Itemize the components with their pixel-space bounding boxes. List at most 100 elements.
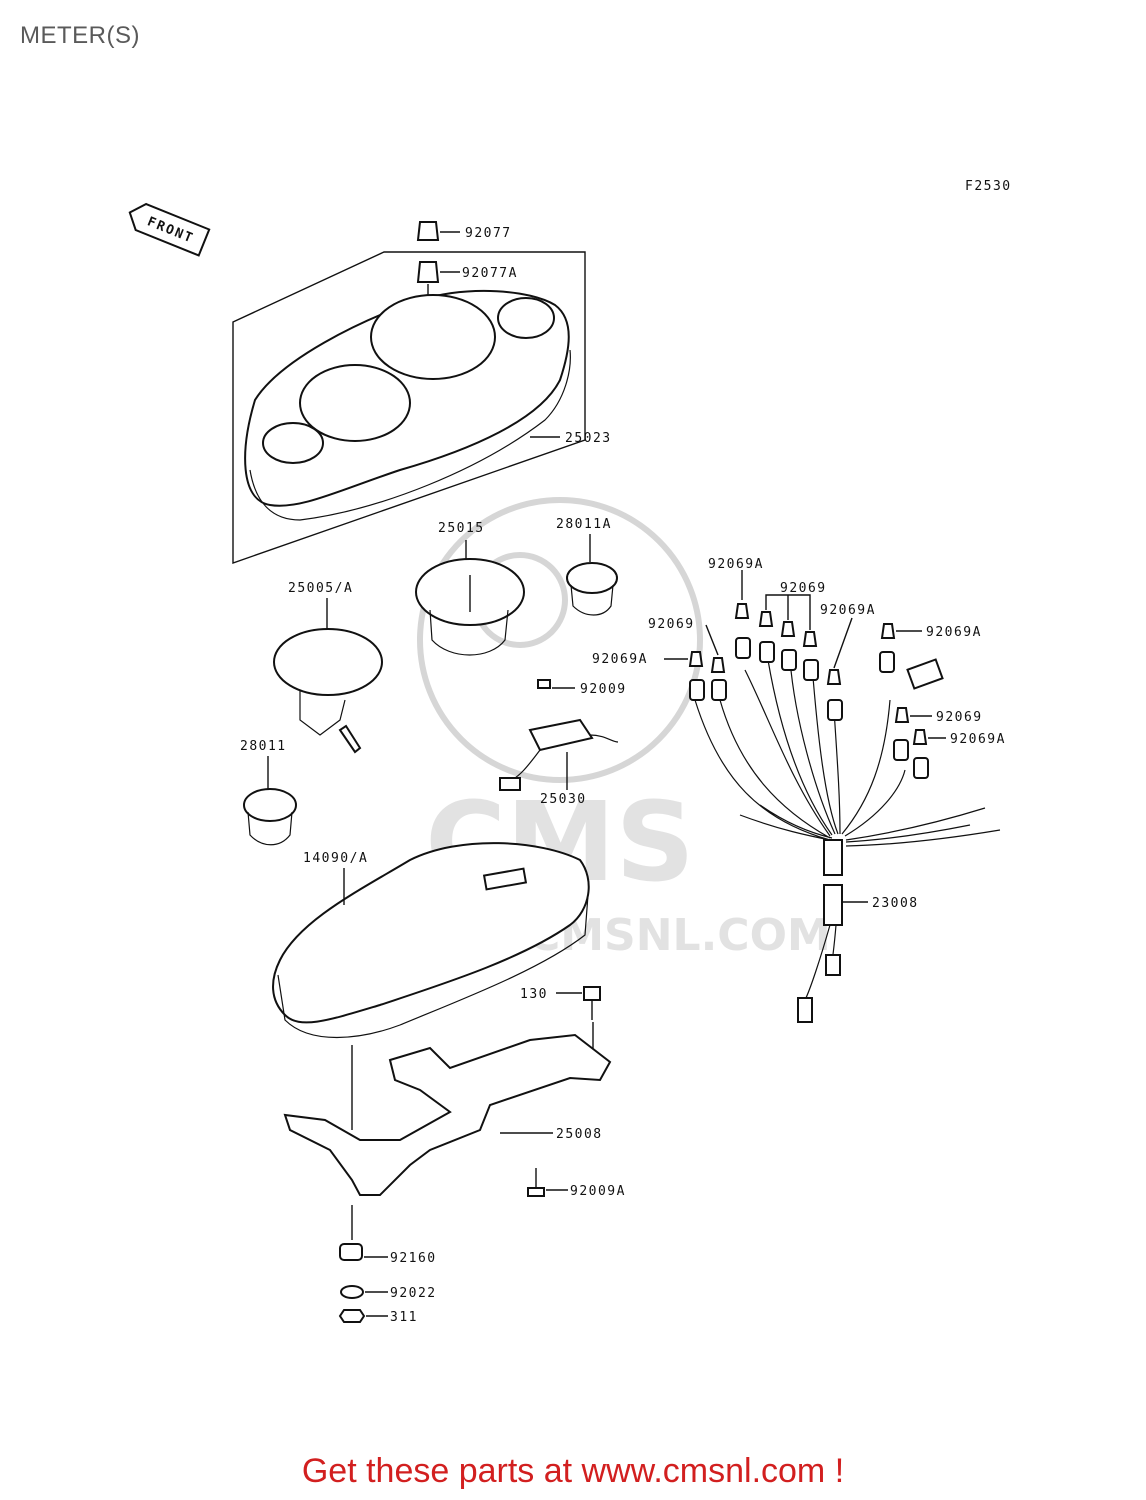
figure-code: F2530 (965, 179, 1012, 194)
bolt-130 (556, 986, 601, 1055)
bulb-socket-icon (781, 649, 797, 671)
bulb-socket-icon (893, 739, 909, 761)
label-92069A-1: 92069A (708, 557, 764, 572)
tachometer-25015 (415, 540, 525, 656)
meter-cover-outline-box (232, 251, 586, 564)
nut-311 (338, 1309, 388, 1323)
front-arrow-shape (128, 202, 211, 257)
tachometer-body (429, 609, 509, 656)
bulb-socket-icon (735, 637, 751, 659)
grommet-icon (339, 1243, 363, 1261)
speedometer-25005A (273, 598, 383, 754)
label-92069A-3: 92069A (592, 652, 648, 667)
bulbs (688, 603, 929, 779)
speedometer-cable-icon (338, 724, 362, 754)
bulb-icon (826, 669, 842, 685)
meter-case-tab (482, 867, 528, 891)
label-28011A: 28011A (556, 517, 612, 532)
label-25030: 25030 (540, 792, 587, 807)
wire-harness-23008 (694, 658, 1001, 1023)
harness-connector-3-icon (906, 658, 944, 690)
label-311: 311 (390, 1310, 418, 1325)
harness-wires (694, 659, 1001, 847)
meter-case-body (272, 842, 590, 1024)
label-130: 130 (520, 987, 548, 1002)
label-92022: 92022 (390, 1286, 437, 1301)
screw-92009 (537, 679, 575, 689)
gauge-28011 (243, 756, 297, 846)
knob-screw-icon (416, 261, 440, 283)
harness-sleeve-upper (823, 839, 843, 876)
bulb-icon (688, 651, 704, 667)
screw-92009A (527, 1168, 568, 1197)
label-92069A-4: 92069A (926, 625, 982, 640)
bulb-icon (802, 631, 818, 647)
washer-92022 (340, 1285, 388, 1299)
bulb-icon (780, 621, 796, 637)
harness-connector-icon (797, 997, 813, 1023)
screw-icon (537, 679, 551, 689)
bracket-25008-body (283, 1033, 612, 1196)
nut-icon (338, 1309, 366, 1323)
meter-cover-25023 (244, 289, 571, 521)
knob-icon (416, 221, 440, 241)
label-92069-2: 92069 (648, 617, 695, 632)
speedometer-bracket (299, 690, 346, 736)
module-25030-connector-icon (499, 777, 521, 791)
front-arrow: FRONT (128, 202, 211, 257)
gauge-28011-face-icon (243, 788, 297, 822)
bulb-icon (912, 729, 928, 745)
speedometer-lens-icon (299, 364, 411, 442)
label-25005A: 25005/A (288, 581, 353, 596)
bulb-icon (880, 623, 896, 639)
bulb-socket-icon (803, 659, 819, 681)
bolt-icon (583, 986, 601, 1001)
meter-cover-lip (249, 349, 571, 521)
label-92069-1: 92069 (780, 581, 827, 596)
bulb-socket-icon (913, 757, 929, 779)
watermark-logo-ring (417, 497, 703, 783)
bracket-25008 (283, 1033, 612, 1196)
label-92009: 92009 (580, 682, 627, 697)
bulb-socket-icon (827, 699, 843, 721)
gauge-lens-left-icon (262, 422, 324, 464)
footer-banner-link[interactable]: Get these parts at www.cmsnl.com ! (301, 1452, 845, 1490)
label-92069A-5: 92069A (950, 732, 1006, 747)
bulb-socket-icon (711, 679, 727, 701)
speedometer-dial-icon (273, 628, 383, 696)
label-25015: 25015 (438, 521, 485, 536)
bulb-icon (734, 603, 750, 619)
screw-92009A-icon (527, 1187, 545, 1197)
gauge-28011A (566, 534, 618, 616)
bulb-icon (710, 657, 726, 673)
tachometer-lens-icon (370, 294, 496, 380)
label-92069-3: 92069 (936, 710, 983, 725)
bulb-socket-icon (879, 651, 895, 673)
bulb-socket-icon (759, 641, 775, 663)
label-92069A-2: 92069A (820, 603, 876, 618)
bulb-icon (758, 611, 774, 627)
label-92077: 92077 (465, 226, 512, 241)
page-title: METER(S) (20, 22, 140, 49)
gauge-lens-right-icon (497, 297, 555, 339)
label-92009A: 92009A (570, 1184, 626, 1199)
label-14090A: 14090/A (303, 851, 368, 866)
harness-sleeve-lower (823, 884, 843, 926)
gauge-28011A-face-icon (566, 562, 618, 594)
grommet-92160 (339, 1205, 388, 1261)
bulb-icon (894, 707, 910, 723)
harness-connector-2-icon (825, 954, 841, 976)
label-28011: 28011 (240, 739, 287, 754)
label-92160: 92160 (390, 1251, 437, 1266)
label-23008: 23008 (872, 896, 919, 911)
meter-case-14090A (272, 842, 590, 1130)
module-25030 (499, 718, 619, 791)
module-25030-body-icon (528, 718, 594, 752)
label-92077A: 92077A (462, 266, 518, 281)
bulb-socket-icon (689, 679, 705, 701)
knob-92077 (416, 221, 460, 241)
label-25008: 25008 (556, 1127, 603, 1142)
label-25023: 25023 (565, 431, 612, 446)
